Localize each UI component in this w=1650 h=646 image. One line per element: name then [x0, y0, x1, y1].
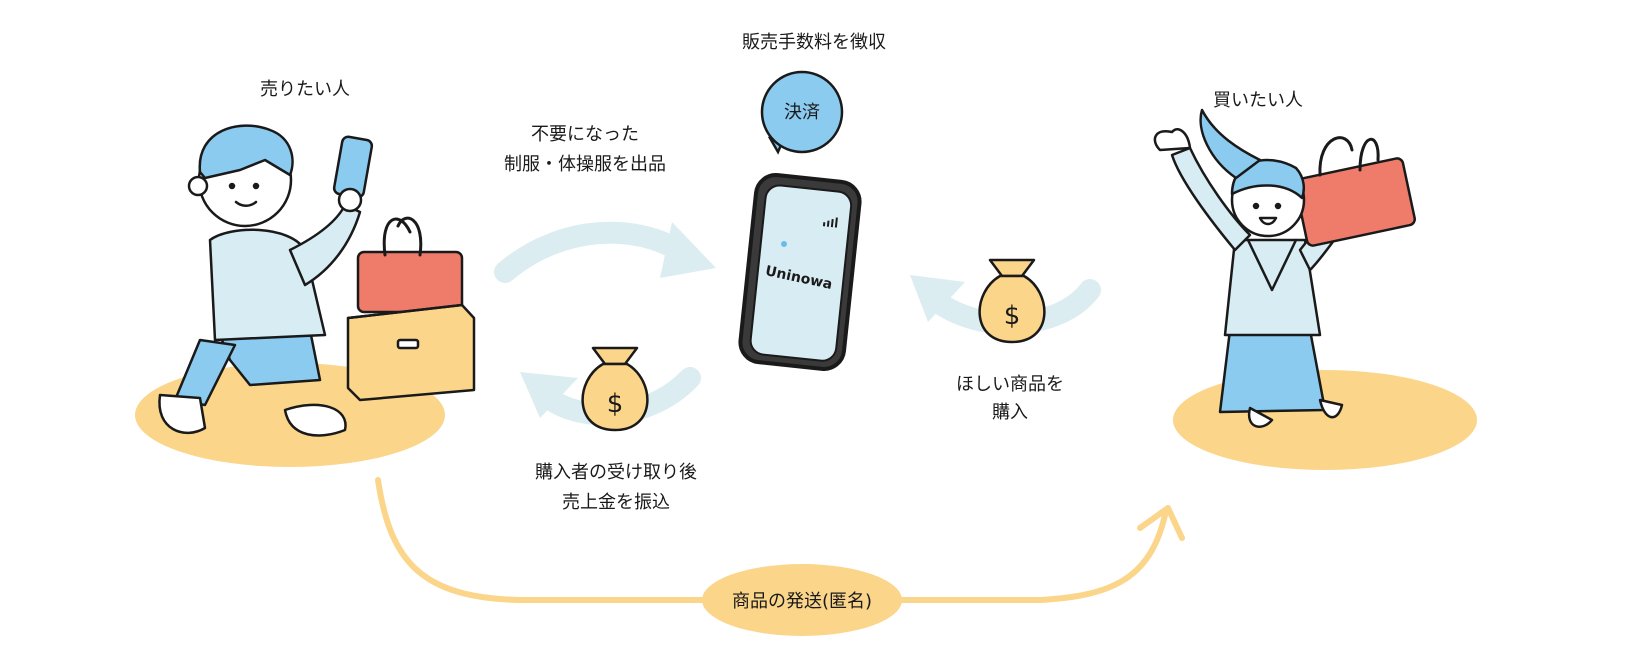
listing-label-line1: 不要になった — [531, 124, 639, 145]
money-symbol: $ — [1004, 301, 1021, 331]
money-symbol: $ — [607, 389, 624, 419]
listing-arrow — [494, 221, 716, 283]
buyer-label: 買いたい人 — [1213, 90, 1303, 111]
payment-bubble — [760, 70, 844, 155]
shipping-arrow — [375, 477, 1185, 603]
uninowa-phone-icon: Uninowa — [738, 173, 862, 371]
shipping-label: 商品の発送(匿名) — [732, 591, 872, 612]
money-bag-icon: $ — [978, 258, 1046, 344]
seller-illustration — [158, 124, 476, 437]
shipping-label-bubble — [702, 564, 902, 636]
seller-label: 売りたい人 — [260, 79, 350, 100]
purchase-label-line2: 購入 — [992, 402, 1028, 423]
payout-label-line1: 購入者の受け取り後 — [535, 462, 697, 483]
fee-label: 販売手数料を徴収 — [742, 32, 886, 53]
payment-bubble-label: 決済 — [784, 102, 820, 123]
buyer-illustration — [1153, 108, 1417, 428]
money-bag-icon: $ — [581, 346, 649, 432]
buyer-ground — [1173, 370, 1477, 470]
listing-label-line2: 制服・体操服を出品 — [504, 154, 666, 175]
payout-label-line2: 売上金を振込 — [562, 492, 670, 513]
purchase-label-line1: ほしい商品を — [956, 374, 1064, 395]
